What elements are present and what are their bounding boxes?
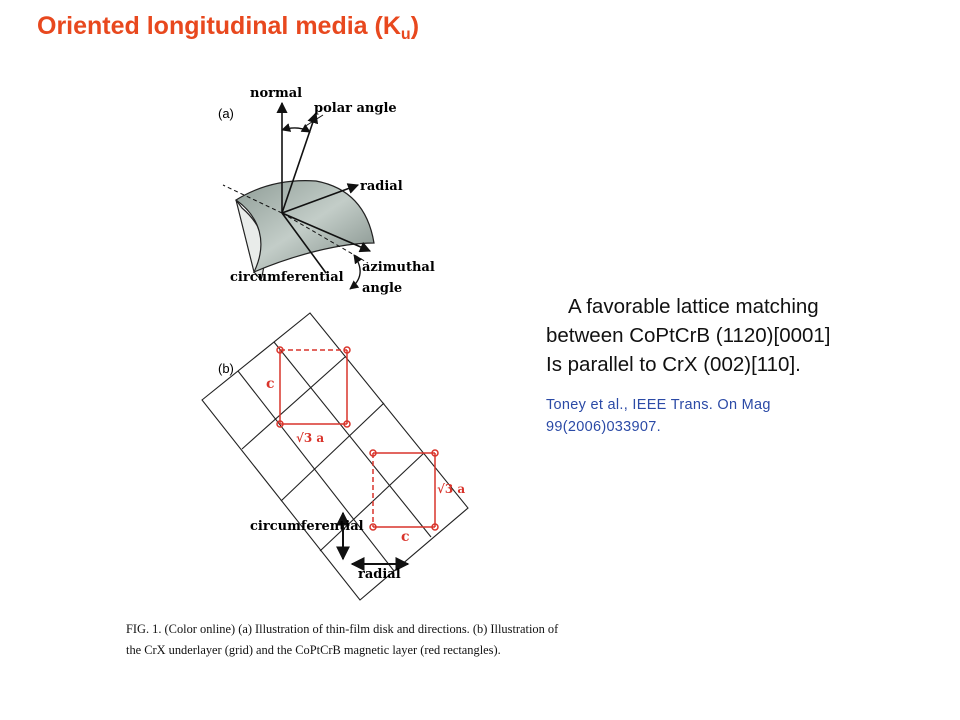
body-line-1: A favorable lattice matching — [568, 295, 819, 318]
coptcrb-rect-lower — [369, 449, 439, 531]
citation-line-2: 99(2006)033907. — [546, 419, 661, 435]
dashed-guide — [222, 184, 283, 214]
title-subscript: u — [400, 26, 411, 43]
citation-line-1: Toney et al., IEEE Trans. On Mag — [546, 397, 771, 413]
figure: (a) normal polar angle radial circumfere… — [118, 75, 568, 695]
body-text: A favorable lattice matching between CoP… — [546, 292, 941, 379]
polar-leader — [303, 114, 324, 128]
grid-line — [237, 370, 395, 572]
label-c-left: c — [266, 376, 275, 392]
grid-line — [241, 356, 346, 450]
body-line-3: Is parallel to CrX (002)[110]. — [546, 353, 801, 376]
figure-caption: FIG. 1. (Color online) (a) Illustration … — [126, 622, 559, 657]
label-azimuthal: azimuthal — [362, 260, 435, 275]
panel-a-label: (a) — [218, 106, 234, 121]
label-root3a-right: √3 a — [437, 482, 465, 496]
grid-line — [280, 402, 385, 502]
crx-grid — [201, 312, 469, 601]
label-root3a-left: √3 a — [296, 431, 324, 445]
figure-diagram: (a) normal polar angle radial circumfere… — [201, 86, 469, 601]
panel-a: (a) normal polar angle radial circumfere… — [218, 86, 435, 296]
label-polar-angle: polar angle — [314, 101, 397, 116]
label-circumferential-b: circumferential — [250, 519, 364, 534]
coptcrb-rect-upper — [276, 346, 351, 428]
body-line-2: between CoPtCrB (1120)[0001] — [546, 324, 831, 347]
citation: Toney et al., IEEE Trans. On Mag 99(2006… — [546, 394, 876, 438]
grid-line — [273, 341, 432, 538]
panel-b: (b) c √3 a — [201, 312, 469, 601]
panel-b-label: (b) — [218, 361, 234, 376]
disk-vector — [281, 212, 327, 274]
grid-outline — [201, 312, 469, 601]
slide-title: Oriented longitudinal media (Ku) — [37, 12, 420, 43]
radial-arrow — [281, 183, 360, 214]
label-normal: normal — [250, 86, 302, 101]
label-radial-b: radial — [358, 567, 401, 582]
polar-angle-arc — [281, 123, 311, 133]
label-c-right: c — [401, 529, 410, 545]
circumferential-arrow — [281, 212, 372, 253]
azimuthal-angle-arc — [349, 254, 363, 290]
label-angle: angle — [362, 281, 402, 296]
label-circumferential-a: circumferential — [230, 270, 344, 285]
label-radial-a: radial — [360, 179, 403, 194]
dashed-guide — [281, 212, 369, 264]
